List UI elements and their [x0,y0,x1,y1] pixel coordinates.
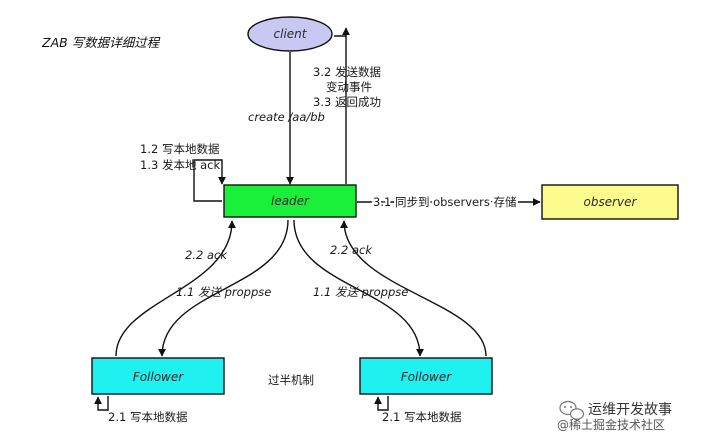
client-label: client [274,27,308,41]
client-self-loop-arrow [334,27,350,37]
propose-left-arrow [158,219,289,357]
watermark-sub: @稀土掘金技术社区 [557,417,665,432]
watermark: 运维开发故事 @稀土掘金技术社区 [557,400,672,432]
ack-right-arrow [340,220,487,357]
ack-left-label: 2.2 ack [185,248,228,262]
send-ack-label: 1.3 发本地 ack [140,158,220,172]
propose-right-label: 1.1 发送 proppse [313,285,408,299]
follower-write-left-label: 2.1 写本地数据 [108,410,188,424]
diagram-title: ZAB 写数据详细过程 [41,35,161,50]
propose-right-arrow [293,219,424,357]
follower-right-node: Follower [359,357,493,395]
quorum-label: 过半机制 [268,373,314,387]
follower-write-right-label: 2.1 写本地数据 [382,410,462,424]
propose-left-label: 1.1 发送 proppse [176,285,271,299]
wechat-icon [559,400,585,420]
leader-self-loop-arrow [193,159,226,202]
client-node: client [247,16,333,52]
ack-right-label: 2.2 ack [330,243,373,257]
sync-observers-label: 3.1 同步到 observers 存储 [373,195,517,209]
observer-label: observer [584,195,638,209]
leader-label: leader [271,194,310,208]
return-success-label: 3.3 返回成功 [313,95,381,109]
observer-node: observer [541,184,679,220]
write-local-label: 1.2 写本地数据 [140,142,220,156]
follower-left-self-loop-arrow [94,396,109,411]
watermark-name: 运维开发故事 [588,402,672,418]
follower-right-label: Follower [401,370,452,384]
follower-left-label: Follower [133,370,184,384]
follower-right-self-loop-arrow [374,396,389,411]
send-change-label-1: 3.2 发送数据 [313,65,381,79]
leader-node: leader [223,184,357,218]
send-change-label-2: 变动事件 [326,80,372,94]
follower-left-node: Follower [91,357,225,395]
create-label: create /aa/bb [248,110,325,124]
ack-left-arrow [115,220,236,357]
